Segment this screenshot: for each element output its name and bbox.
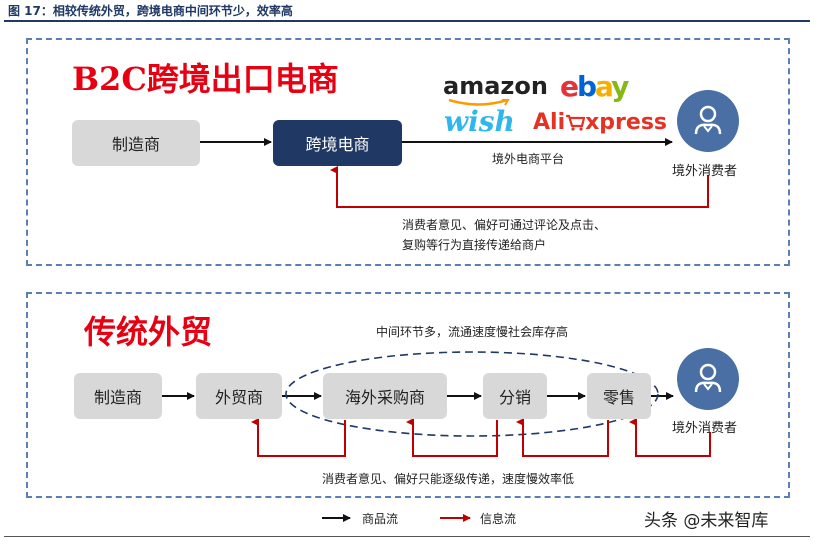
ebay-a: a: [595, 70, 613, 103]
trad-retail-box: 零售: [587, 373, 651, 419]
trad-foreign-trader-label: 外贸商: [214, 388, 263, 407]
aliexpress-rest: xpress: [585, 110, 668, 135]
traditional-panel: [26, 292, 790, 498]
trad-info-2: [406, 418, 498, 457]
trad-overseas-buyer-label: 海外采购商: [344, 388, 425, 407]
b2c-consumer-icon: [677, 90, 739, 152]
b2c-feedback-line2: 复购等行为直接传递给商户: [402, 238, 547, 252]
ebay-b: b: [577, 70, 597, 103]
legend-info-label: 信息流: [480, 512, 517, 526]
b2c-ecommerce-box: 跨境电商: [273, 120, 402, 166]
amazon-logo: amazon: [443, 72, 548, 106]
ebay-e: e: [560, 70, 579, 103]
legend-goods-label: 商品流: [362, 512, 399, 526]
trad-info-3: [516, 418, 609, 457]
top-rule: [4, 20, 810, 22]
trad-manufacturer-box: 制造商: [74, 373, 162, 419]
trad-info-4: [629, 418, 711, 457]
b2c-feedback-line1: 消费者意见、偏好可通过评论及点击、: [402, 218, 607, 232]
b2c-info-flow: [330, 166, 709, 208]
person-icon: [694, 363, 722, 393]
person-icon: [694, 105, 722, 135]
trad-consumer-icon: [677, 348, 739, 410]
bottom-rule: [4, 536, 810, 537]
figure-title: 图 17：相较传统外贸，跨境电商中间环节少，效率高: [8, 4, 293, 18]
amazon-smile-icon: [448, 99, 510, 106]
traditional-note: 中间环节多，流通速度慢社会库存高: [376, 325, 569, 339]
aliexpress-ali: Ali: [533, 110, 566, 135]
aliexpress-logo: Ali xpress: [533, 110, 667, 135]
b2c-ecommerce-label: 跨境电商: [305, 135, 370, 154]
b2c-manufacturer-label: 制造商: [111, 135, 160, 154]
b2c-consumer-label: 境外消费者: [672, 164, 738, 179]
trad-feedback: 消费者意见、偏好只能逐级传递，速度慢效率低: [322, 472, 575, 486]
traditional-heading: 传统外贸: [84, 313, 213, 351]
trad-consumer-label: 境外消费者: [672, 421, 738, 436]
trad-overseas-buyer-box: 海外采购商: [323, 373, 447, 419]
trad-info-1: [251, 418, 346, 457]
trad-distribution-box: 分销: [483, 373, 547, 419]
trad-retail-label: 零售: [602, 388, 635, 407]
b2c-platform-label: 境外电商平台: [492, 152, 565, 166]
trad-foreign-trader-box: 外贸商: [196, 373, 282, 419]
cart-icon: [566, 114, 586, 131]
b2c-manufacturer-box: 制造商: [72, 120, 200, 166]
ebay-y: y: [611, 70, 629, 103]
trad-manufacturer-label: 制造商: [93, 388, 142, 407]
b2c-panel: [26, 38, 790, 266]
intermediaries-ellipse: [285, 351, 659, 437]
ebay-logo: ebay: [560, 70, 629, 103]
watermark: 头条 @未来智库: [644, 511, 769, 531]
b2c-heading: B2C跨境出口电商: [72, 60, 339, 98]
trad-distribution-label: 分销: [498, 388, 531, 407]
wish-logo: wish: [444, 105, 515, 138]
